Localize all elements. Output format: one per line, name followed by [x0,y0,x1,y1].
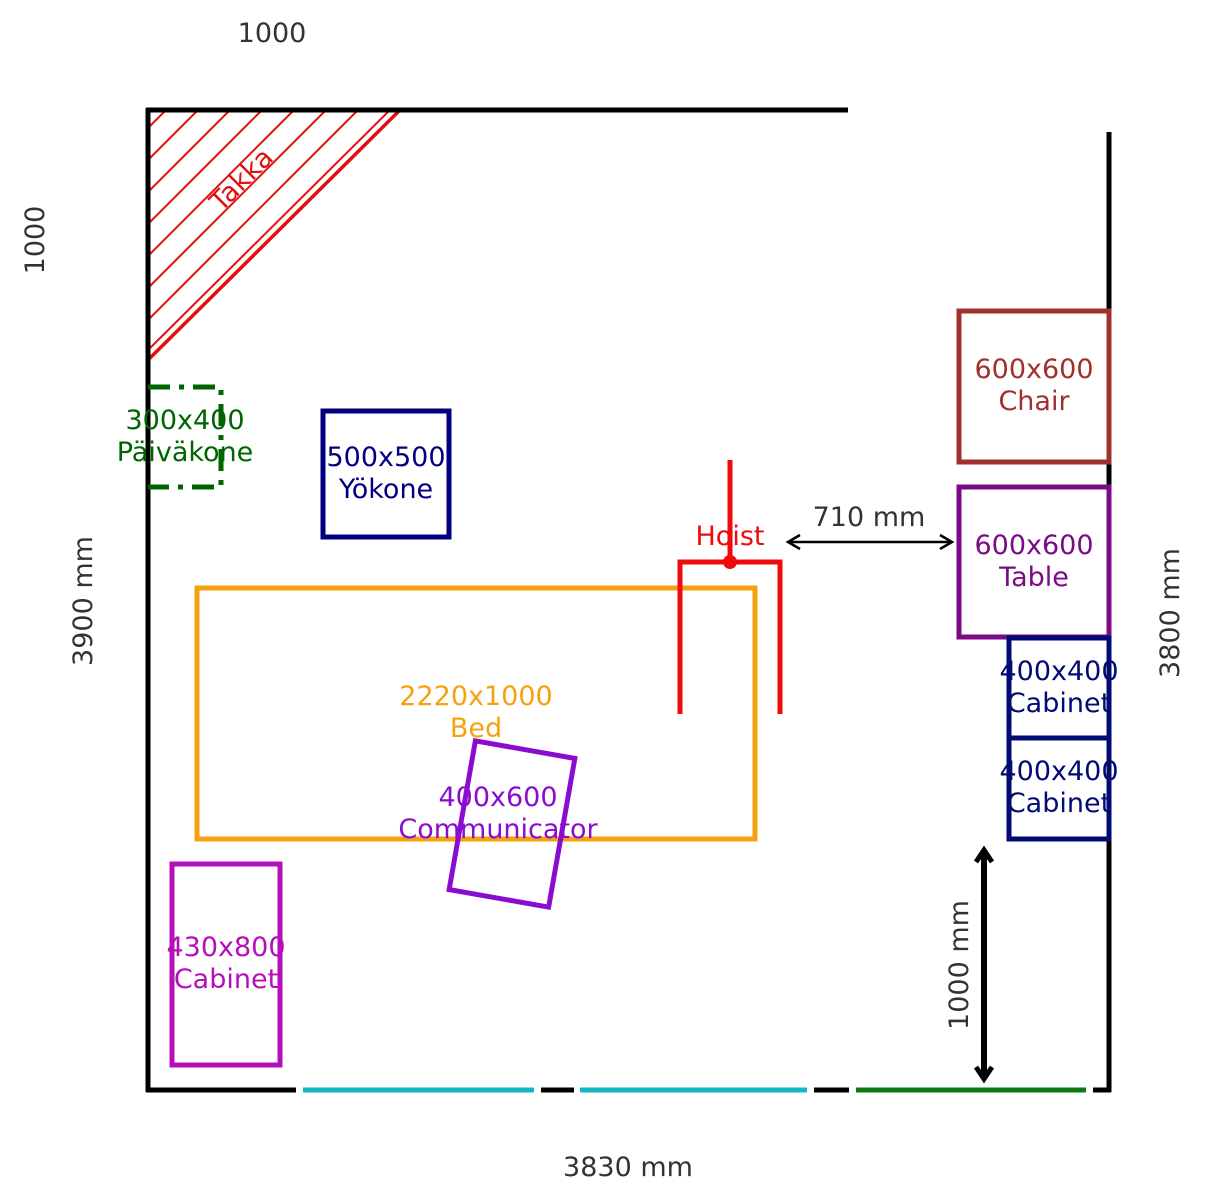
clearance-dimension-label: 1000 mm [944,900,975,1030]
left-upper-dimension-label: 1000 [20,206,51,275]
yokone-machine: 500x500 Yökone [320,408,452,540]
cabinet-large-name: Cabinet [174,964,278,995]
cabinet-upper: 400x400 Cabinet [999,635,1119,741]
chair-name: Chair [998,386,1070,417]
bed: 2220x1000 Bed [194,585,758,842]
yokone-name: Yökone [338,474,433,505]
hoist-label: Hoist [696,521,765,552]
walls [145,107,1112,1093]
fireplace-label: Takka [203,142,279,218]
cabinet-lower-name: Cabinet [1007,788,1111,819]
table-name: Table [998,562,1069,593]
chair: 600x600 Chair [956,308,1112,465]
top-dimension-label: 1000 [238,18,307,49]
paivakone-machine: 300x400 Päiväkone [117,384,254,490]
communicator-name: Communicator [398,814,598,845]
table-size: 600x600 [974,530,1093,561]
fireplace: Takka [146,108,402,362]
bed-size: 2220x1000 [399,681,552,712]
paivakone-size: 300x400 [125,405,244,436]
cabinet-lower-size: 400x400 [999,756,1118,787]
chair-size: 600x600 [974,354,1093,385]
table: 600x600 Table [956,484,1112,640]
paivakone-name: Päiväkone [117,437,254,468]
cabinet-upper-name: Cabinet [1007,688,1111,719]
yokone-size: 500x500 [326,442,445,473]
communicator: 400x600 Communicator [398,737,599,911]
bottom-dimension-label: 3830 mm [563,1152,693,1183]
cabinet-large: 430x800 Cabinet [166,861,286,1068]
gap-dimension-label: 710 mm [813,502,926,533]
clearance-dimension-arrow [973,845,995,1084]
cabinet-lower: 400x400 Cabinet [999,735,1119,842]
hoist [677,460,783,714]
cabinet-upper-size: 400x400 [999,656,1118,687]
left-dimension-label: 3900 mm [68,536,99,666]
right-dimension-label: 3800 mm [1155,548,1186,678]
communicator-size: 400x600 [438,782,557,813]
gap-dimension-arrow [785,533,955,551]
cabinet-large-size: 430x800 [166,932,285,963]
